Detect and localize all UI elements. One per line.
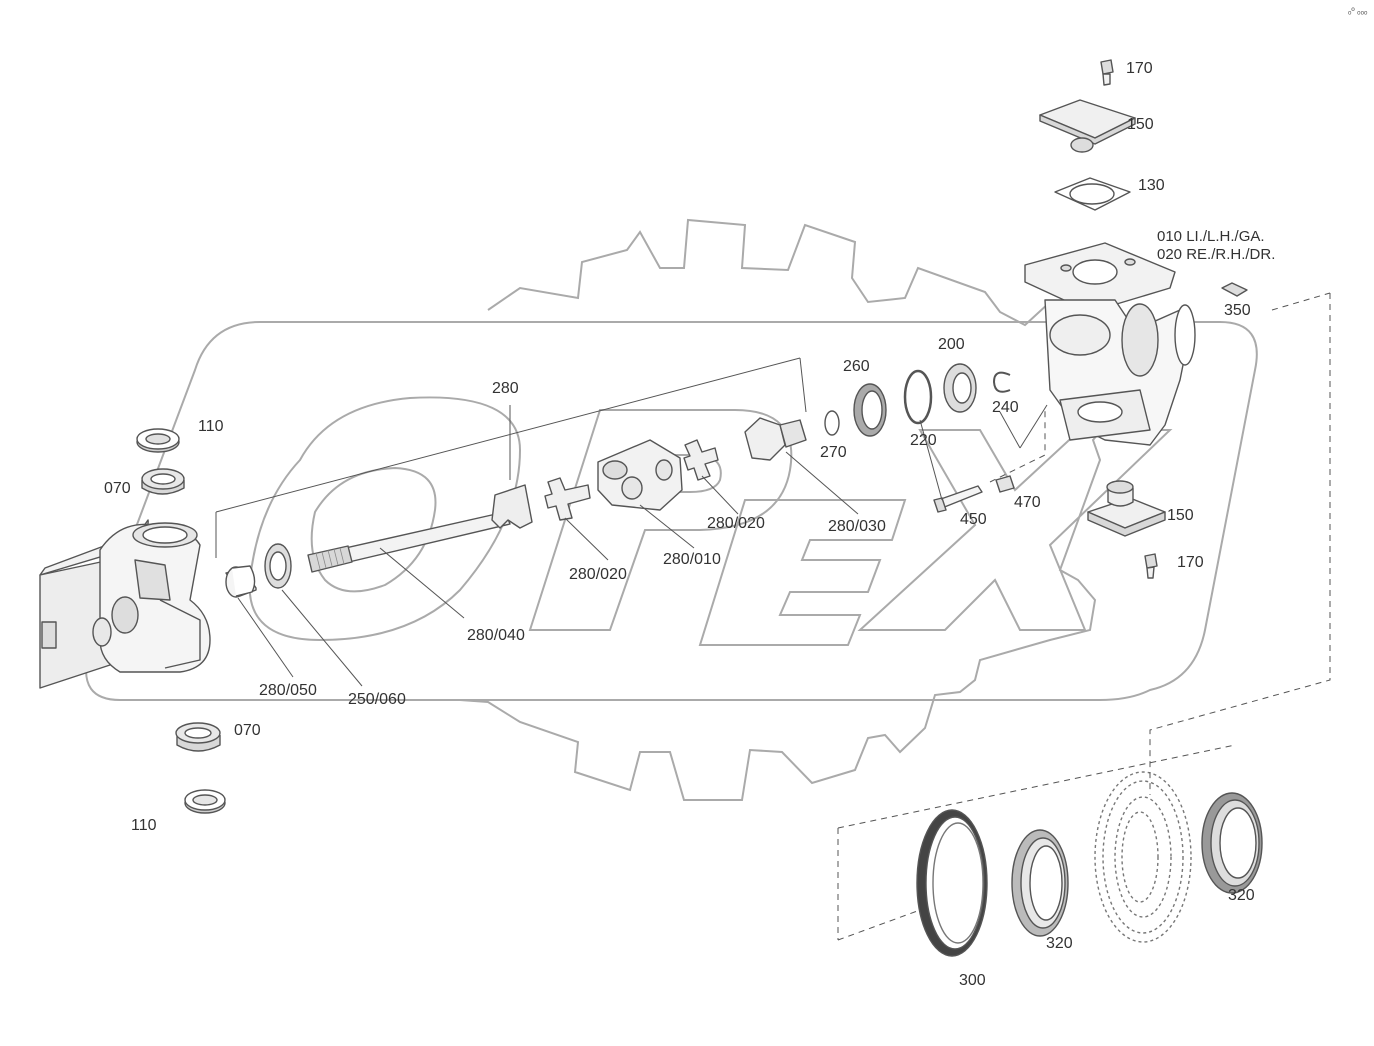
label-170-bottom: 170: [1177, 554, 1204, 571]
watermark-frame: [85, 321, 1258, 701]
label-240: 240: [992, 399, 1019, 416]
bolt-170-top: [1100, 59, 1114, 86]
snap-ring-270: [824, 410, 840, 436]
label-280: 280: [492, 380, 519, 397]
cross-280-020-right: [683, 439, 719, 481]
double-yoke-280-010: [597, 439, 683, 511]
label-070-bottom: 070: [234, 722, 261, 739]
label-130: 130: [1138, 177, 1165, 194]
label-220: 220: [910, 432, 937, 449]
label-280-030: 280/030: [828, 518, 886, 535]
bushing-280-050: [225, 565, 257, 598]
label-280-020-right: 280/020: [707, 515, 765, 532]
gasket-130: [1054, 177, 1131, 211]
watermark-letter-x: [857, 429, 1173, 631]
label-270: 270: [820, 444, 847, 461]
pin-450: [933, 485, 983, 513]
race-320-right: [1201, 792, 1263, 894]
parts: [39, 59, 1263, 957]
watermark-letter-e: [698, 499, 907, 646]
axle-housing: [39, 519, 211, 689]
label-320-right: 320: [1228, 887, 1255, 904]
label-110-top: 110: [198, 418, 224, 435]
corner-mark: ₒº ₒₒₒ: [1348, 6, 1368, 16]
label-280-020-left: 280/020: [569, 566, 627, 583]
bearing-cage: [1094, 771, 1192, 943]
label-110-bottom: 110: [131, 817, 157, 834]
bearing-070-bottom: [175, 722, 221, 752]
knuckle-note-right: 020 RE./R.H./DR.: [1157, 246, 1276, 263]
seal-250-060: [264, 543, 292, 589]
label-200: 200: [938, 336, 965, 353]
label-300: 300: [959, 972, 986, 989]
race-320-middle: [1011, 829, 1069, 937]
bolt-170-bottom: [1144, 553, 1158, 579]
steering-knuckle: [1024, 242, 1196, 446]
label-280-010: 280/010: [663, 551, 721, 568]
knuckle-note-left: 010 LI./L.H./GA.: [1157, 228, 1265, 245]
bolt-350: [1221, 282, 1248, 297]
bearing-200: [943, 363, 977, 413]
label-350: 350: [1224, 302, 1251, 319]
label-320-middle: 320: [1046, 935, 1073, 952]
label-150-bottom: 150: [1167, 507, 1194, 524]
bushing-470: [995, 475, 1015, 493]
bearing-070-top: [141, 468, 185, 495]
seal-260: [853, 383, 887, 437]
label-250-060: 250/060: [348, 691, 406, 708]
ring-300: [916, 809, 988, 957]
label-150-top: 150: [1127, 116, 1154, 133]
label-280-040: 280/040: [467, 627, 525, 644]
label-260: 260: [843, 358, 870, 375]
label-170-top: 170: [1126, 60, 1153, 77]
cover-150-bottom: [1087, 480, 1166, 537]
cross-280-020-left: [544, 477, 591, 521]
shaft-280-040: [307, 484, 533, 573]
label-470: 470: [1014, 494, 1041, 511]
seal-110-top: [136, 428, 180, 453]
circlip-240: [993, 371, 1011, 393]
label-280-050: 280/050: [259, 682, 317, 699]
label-450: 450: [960, 511, 987, 528]
yoke-280-030: [744, 417, 807, 461]
seal-110-bottom: [184, 789, 226, 814]
dashed-leaders: [837, 292, 1331, 941]
cover-150-top: [1039, 99, 1136, 153]
ring-220: [903, 369, 933, 425]
leader-lines: [215, 357, 1048, 687]
label-070-top: 070: [104, 480, 131, 497]
